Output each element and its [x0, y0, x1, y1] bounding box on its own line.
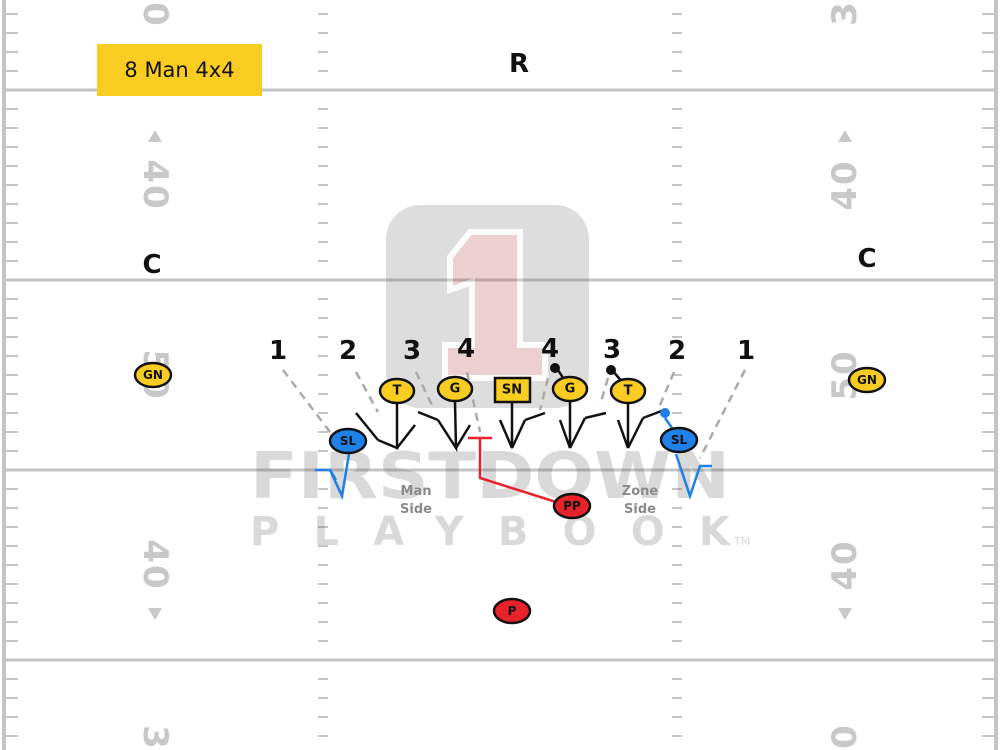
logo-number-one-icon — [442, 229, 548, 381]
man-side-label: Man — [401, 484, 432, 499]
svg-text:G: G — [450, 382, 461, 397]
svg-text:SL: SL — [340, 434, 357, 448]
yard-number-lower-right: 40 — [825, 539, 865, 590]
yard-number-bottom-right: 0 — [825, 725, 865, 749]
slot-routes — [315, 417, 712, 501]
gunner-right[interactable]: GN — [847, 366, 887, 394]
yard-numbers: 0 3 40 40 50 50 40 40 3 0 — [135, 2, 865, 749]
rush-number: 3 — [603, 335, 621, 365]
protector-route — [468, 436, 557, 504]
block-dot — [550, 363, 560, 373]
arrow-icon — [148, 608, 162, 620]
logo-tile — [386, 205, 589, 408]
yard-number-top-left: 0 — [135, 2, 175, 26]
personal-protector[interactable]: PP — [552, 492, 592, 520]
play-title: 8 Man 4x4 — [97, 44, 262, 96]
man-side-label: Side — [400, 502, 432, 517]
rush-numbers: 1 2 3 4 4 3 2 1 — [269, 334, 755, 366]
block-routes — [355, 369, 665, 453]
svg-text:T: T — [624, 384, 633, 399]
svg-text:T: T — [393, 384, 402, 399]
svg-text:GN: GN — [143, 368, 163, 382]
direction-arrows — [148, 130, 852, 620]
punter[interactable]: P — [492, 597, 532, 625]
guard-left[interactable]: G — [436, 375, 474, 403]
rush-number: 4 — [541, 334, 559, 364]
rush-number: 1 — [269, 336, 287, 366]
watermark-line1: FIRSTDOWN — [250, 440, 730, 514]
arrow-icon — [148, 130, 162, 142]
svg-text:SL: SL — [671, 433, 688, 447]
svg-text:GN: GN — [857, 373, 877, 387]
rush-number: 4 — [457, 334, 475, 364]
slot-right[interactable]: SL — [659, 426, 699, 454]
watermark-line2: PLAYBOOK — [250, 509, 732, 555]
zone-side-label: Side — [624, 502, 656, 517]
tackle-right[interactable]: T — [609, 377, 647, 405]
rush-number: 1 — [737, 336, 755, 366]
svg-text:SN: SN — [502, 383, 522, 398]
arrow-icon — [838, 130, 852, 142]
slot-dot — [660, 408, 670, 418]
svg-text:PP: PP — [563, 499, 581, 513]
guard-right[interactable]: G — [551, 375, 589, 403]
rover-label: R — [508, 49, 530, 79]
hash-marks — [4, 13, 996, 737]
side-labels: Man Side Zone Side — [400, 484, 658, 517]
block-dot — [606, 365, 616, 375]
rush-number: 2 — [668, 336, 686, 366]
yard-number-upper-right: 40 — [825, 159, 865, 210]
yard-number-top-right: 3 — [825, 2, 865, 26]
players: GN GN T G SN G T SL — [133, 361, 887, 625]
svg-text:G: G — [565, 382, 576, 397]
gunner-left[interactable]: GN — [133, 361, 173, 389]
block-dots — [550, 363, 616, 375]
yard-number-bottom-left: 3 — [135, 725, 175, 749]
zone-side-label: Zone — [622, 484, 659, 499]
yard-number-lower-left: 40 — [135, 539, 175, 590]
rush-number: 3 — [403, 336, 421, 366]
slot-left[interactable]: SL — [328, 427, 368, 455]
rush-lanes — [282, 369, 747, 459]
corner-left-label: C — [142, 250, 162, 280]
corner-right-label: C — [857, 244, 877, 274]
arrow-icon — [838, 608, 852, 620]
tackle-left[interactable]: T — [378, 377, 416, 405]
yard-number-upper-left: 40 — [135, 159, 175, 210]
snapper[interactable]: SN — [493, 376, 532, 404]
watermark-mark: TM — [733, 535, 750, 548]
svg-text:P: P — [508, 604, 517, 618]
rush-number: 2 — [339, 336, 357, 366]
